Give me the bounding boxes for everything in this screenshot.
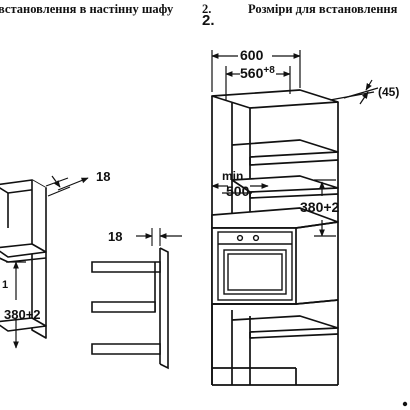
right-section-title: Розміри для встановлення [248, 2, 398, 16]
dim-min-500 [211, 183, 269, 194]
depth-45-label: (45) [378, 85, 399, 99]
niche-height-label: 380+2 [300, 199, 340, 215]
width-560-tolerance: +8 [263, 65, 275, 76]
left-niche-side-mark: 1 [2, 279, 8, 291]
min-label: min [222, 169, 243, 183]
dim-560 [225, 66, 291, 100]
width-560-number: 560 [240, 65, 264, 81]
width-600-label: 600 [240, 47, 264, 63]
dim-600 [211, 50, 301, 92]
step-number-label: 2. [202, 12, 215, 29]
shelf-profile-detail [91, 228, 169, 370]
left-niche-dim [6, 261, 26, 349]
min-500-label: 500 [226, 183, 250, 199]
shelf-thickness-label: 18 [108, 229, 122, 244]
right-section-number: 2. [202, 2, 212, 16]
dim-45 [329, 79, 379, 105]
dim-niche-height [314, 179, 336, 237]
left-dim-thickness-arrows [51, 175, 89, 191]
width-560-value: 560+8 [240, 65, 275, 81]
oven-knob-right [252, 234, 260, 242]
left-thickness-label: 18 [96, 169, 110, 184]
built-in-oven [217, 231, 293, 301]
left-niche-height-label: 380+2 [4, 307, 41, 322]
corner-dot [402, 401, 408, 407]
left-section-title: встановлення в настінну шафу [0, 2, 174, 16]
oven-knob-left [236, 234, 244, 242]
